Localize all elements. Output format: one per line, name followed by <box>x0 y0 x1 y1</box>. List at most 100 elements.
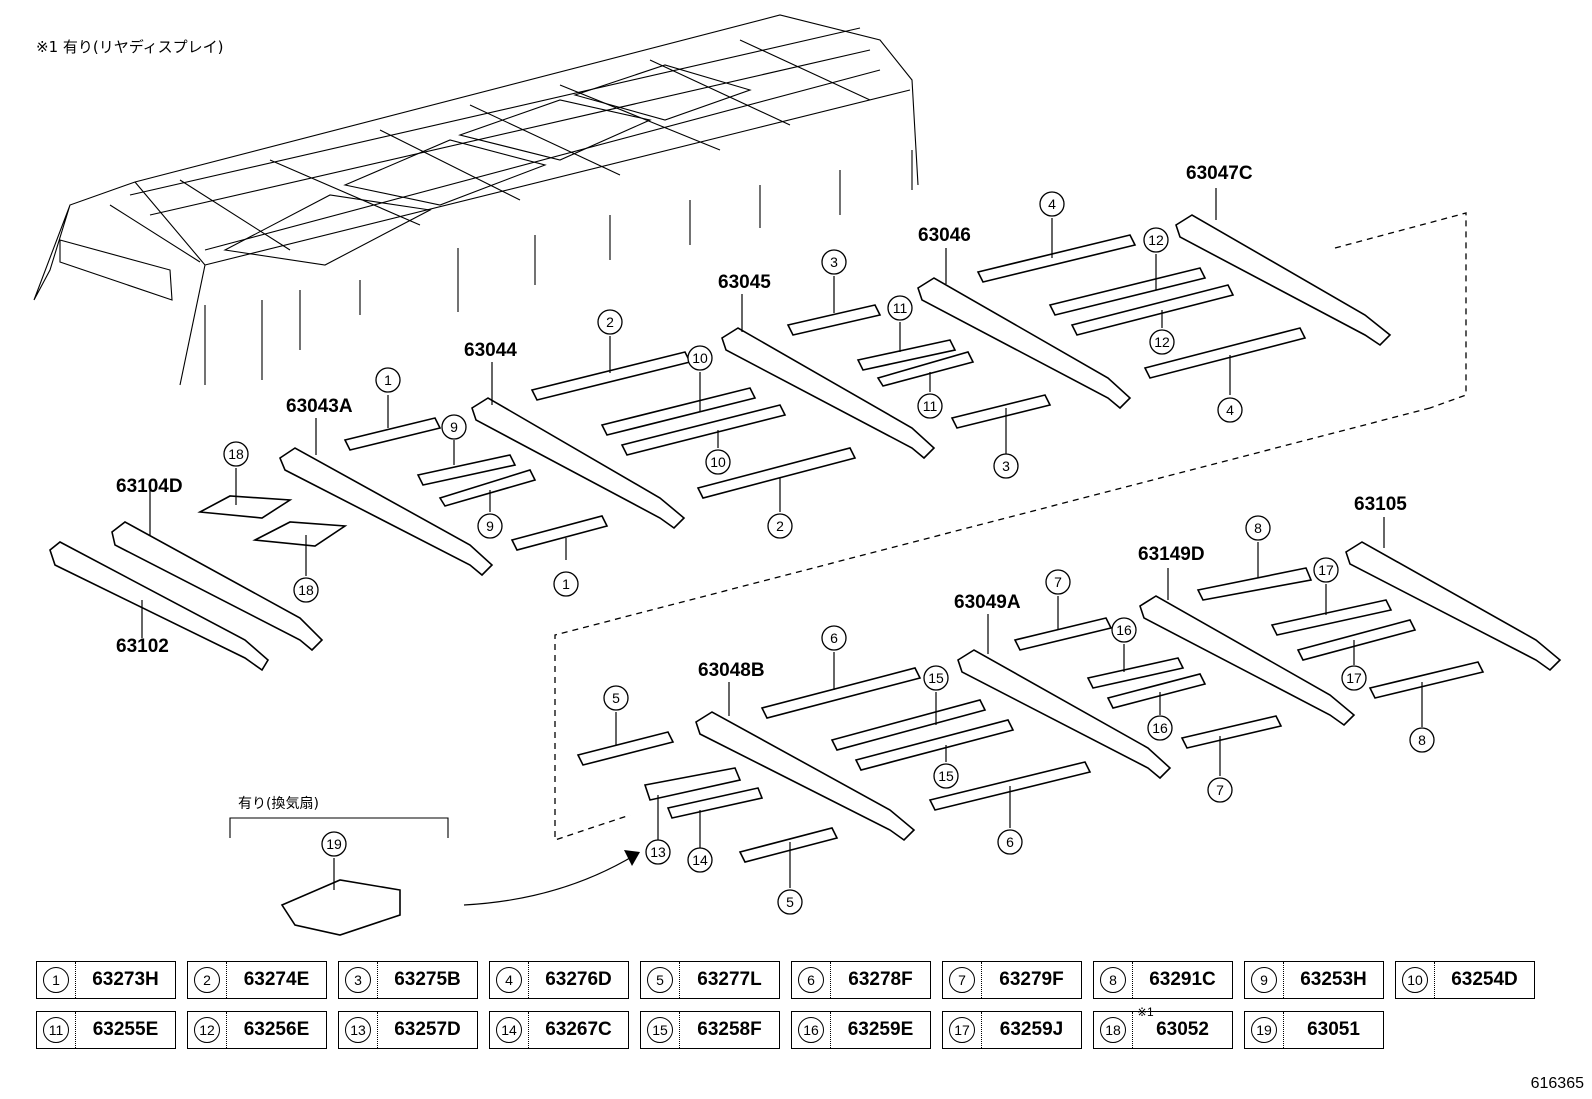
callout-circle <box>821 625 847 651</box>
cell-ref-number: 7 <box>943 962 982 998</box>
callout-14: 14 <box>687 847 713 873</box>
label-63049A: 63049A <box>954 592 1021 613</box>
cell-ref-number: 8 <box>1094 962 1133 998</box>
cell-part-code: 63275B <box>394 969 461 990</box>
ref-number-circle: 17 <box>949 1017 975 1043</box>
part-1a <box>343 417 442 451</box>
ref-number-circle: 3 <box>345 967 371 993</box>
note-fan: 有り(換気扇) <box>238 796 319 812</box>
part-11a <box>856 339 957 371</box>
callout-circle <box>1111 617 1137 643</box>
cell-part-code: 63267C <box>545 1019 612 1040</box>
label-63102: 63102 <box>116 636 169 657</box>
callout-17: 17 <box>1313 557 1339 583</box>
part-63048B <box>695 711 916 842</box>
part-63047C <box>1175 214 1392 347</box>
group-upper-dashed <box>1334 212 1467 409</box>
callout-circle <box>375 367 401 393</box>
callout-number: 11 <box>923 398 938 414</box>
ref-number-circle: 15 <box>647 1017 673 1043</box>
cell-part-code: 63256E <box>243 1019 310 1040</box>
cell-ref-number: 5 <box>641 962 680 998</box>
part-63043A <box>279 447 494 577</box>
callout-10: 10 <box>687 345 713 371</box>
callout-19: 19 <box>321 831 347 857</box>
ref-number-circle: 9 <box>1251 967 1277 993</box>
label-63043A: 63043A <box>286 396 353 417</box>
part-63105 <box>1345 541 1562 672</box>
part-6a <box>760 667 922 719</box>
callout-number: 2 <box>606 314 614 330</box>
cell-part-code: 63259J <box>999 1019 1064 1040</box>
callout-12: 12 <box>1149 329 1175 355</box>
callout-number: 9 <box>450 419 458 435</box>
callout-circle <box>1143 227 1169 253</box>
group-lower-dashed <box>554 407 1431 841</box>
callout-number: 15 <box>938 768 954 784</box>
cell-ref-number: 4 <box>490 962 529 998</box>
part-2a <box>530 351 692 401</box>
part-3a <box>786 304 882 336</box>
callout-number: 3 <box>830 254 838 270</box>
callout-number: 7 <box>1054 574 1062 590</box>
callout-circle <box>1217 397 1243 423</box>
callout-number: 18 <box>298 582 314 598</box>
part-11b <box>876 351 975 387</box>
part-5b <box>738 827 839 863</box>
part-9a <box>416 454 517 486</box>
label-63149D: 63149D <box>1138 544 1205 565</box>
cell-part-code: 63279F <box>999 969 1064 990</box>
cell-part-code: 63258F <box>697 1019 762 1040</box>
callout-number: 11 <box>893 300 908 316</box>
callout-circle <box>933 763 959 789</box>
part-16b <box>1106 673 1207 709</box>
callout-3: 3 <box>821 249 847 275</box>
callout-1: 1 <box>375 367 401 393</box>
ref-number-circle: 13 <box>345 1017 371 1043</box>
callout-circle <box>923 665 949 691</box>
cell-part-code: 63276D <box>545 969 612 990</box>
cell-ref-number: 10 <box>1396 962 1435 998</box>
cell-ref-number: 3 <box>339 962 378 998</box>
callout-number: 6 <box>1006 834 1014 850</box>
cell-ref-number: 18 <box>1094 1012 1133 1048</box>
cell-part-code: 63291C <box>1149 969 1216 990</box>
callout-13: 13 <box>645 839 671 865</box>
part-7b <box>1180 715 1283 749</box>
footnote-mark: ※1 <box>1137 1005 1154 1019</box>
part-4a <box>976 234 1137 283</box>
cell-ref-number: 1 <box>37 962 76 998</box>
callout-circle <box>553 571 579 597</box>
part-63046 <box>917 277 1132 410</box>
note-rear-display: ※1 有り(リヤディスプレイ) <box>36 38 224 56</box>
callout-number: 17 <box>1318 562 1334 578</box>
part-63102 <box>49 541 270 672</box>
part-17b <box>1296 619 1417 661</box>
parts-table-cell: 5 63277L <box>640 961 780 999</box>
part-13 <box>643 767 742 801</box>
callout-9: 9 <box>477 513 503 539</box>
callout-1: 1 <box>553 571 579 597</box>
callout-11: 11 <box>887 295 913 321</box>
arrow-line <box>463 854 636 906</box>
cell-part-code: 63257D <box>394 1019 461 1040</box>
vehicle-roof-illustration <box>33 14 919 386</box>
part-63045 <box>721 327 936 460</box>
callout-circle <box>687 345 713 371</box>
part-18b <box>252 521 348 547</box>
callout-15: 15 <box>923 665 949 691</box>
cell-part-code: 63277L <box>697 969 762 990</box>
ref-number-circle: 16 <box>798 1017 824 1043</box>
